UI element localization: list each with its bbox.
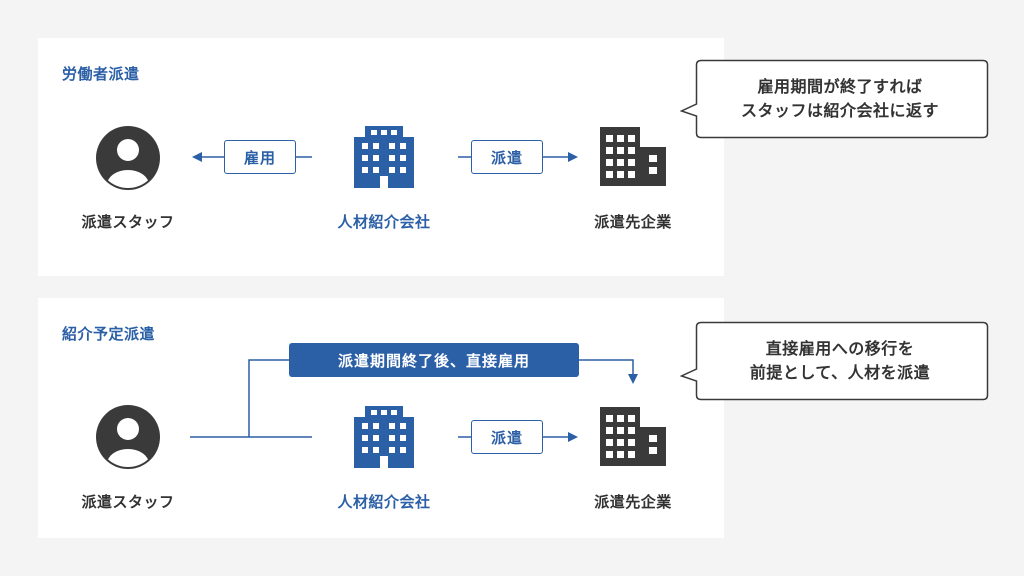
office-building-icon xyxy=(354,126,414,188)
callout-line: 前提として、人材を派遣 xyxy=(749,363,931,382)
panel-title: 労働者派遣 xyxy=(62,65,140,83)
company-label: 派遣先企業 xyxy=(594,213,672,231)
arrow-right-icon xyxy=(568,152,578,162)
dispatch-tag: 派遣 xyxy=(471,140,543,174)
callout-line: スタッフは紹介会社に返す xyxy=(740,101,939,120)
callout-line: 雇用期間が終了すれば xyxy=(757,77,923,96)
callout-bubble: 雇用期間が終了すれば スタッフは紹介会社に返す xyxy=(680,59,990,140)
agency-label: 人材紹介会社 xyxy=(337,213,431,231)
panel-title: 紹介予定派遣 xyxy=(62,325,156,343)
callout-line: 直接雇用への移行を xyxy=(765,339,915,358)
direct-hire-banner: 派遣期間終了後、直接雇用 xyxy=(289,343,579,377)
agency-label: 人材紹介会社 xyxy=(337,493,431,511)
person-icon xyxy=(96,405,160,469)
employment-tag: 雇用 xyxy=(224,140,296,174)
person-icon xyxy=(96,126,160,190)
arrow-down-icon xyxy=(628,374,638,384)
company-building-icon xyxy=(600,127,666,186)
arrow-left-icon xyxy=(192,152,202,162)
dispatch-tag: 派遣 xyxy=(471,420,543,454)
arrow-right-icon xyxy=(568,432,578,442)
company-label: 派遣先企業 xyxy=(594,493,672,511)
office-building-icon xyxy=(354,406,414,468)
callout-bubble: 直接雇用への移行を 前提として、人材を派遣 xyxy=(680,321,990,402)
company-building-icon xyxy=(600,407,666,466)
staff-label: 派遣スタッフ xyxy=(81,213,175,231)
staff-label: 派遣スタッフ xyxy=(81,493,175,511)
